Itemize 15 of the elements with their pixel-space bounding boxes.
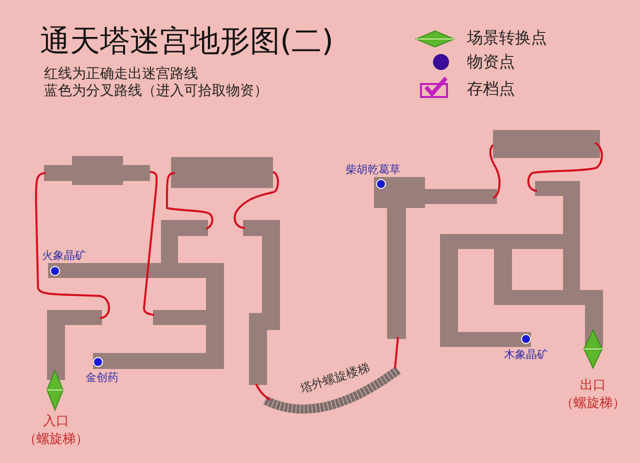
entrance-label: 入口 (43, 415, 69, 430)
title: 通天塔迷宫地形图(二) (40, 24, 334, 58)
subtitle: 蓝色为分叉路线（进入可拾取物资） (44, 84, 268, 99)
subtitle: 红线为正确走出迷宫路线 (44, 66, 198, 82)
item-label: 金创药 (86, 372, 118, 384)
exit-label: 出口 (580, 379, 606, 394)
item-label: 柴胡乾葛草 (346, 164, 400, 176)
legend-label: 存档点 (467, 80, 515, 98)
item-label: 木象晶矿 (504, 349, 548, 362)
exit-label: （螺旋梯） (560, 397, 626, 412)
staircase-label: 塔外螺旋楼梯 (298, 360, 372, 396)
entrance-label: （螺旋梯） (24, 433, 88, 448)
item-label: 火象晶矿 (42, 250, 86, 262)
legend-label: 场景转换点 (467, 29, 547, 47)
legend-label: 物资点 (467, 53, 515, 71)
